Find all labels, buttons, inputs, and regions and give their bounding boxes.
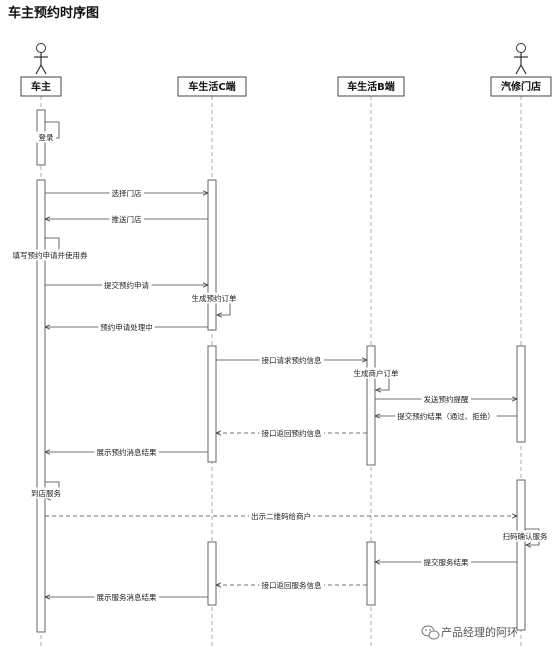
actor-figure-icon — [514, 43, 528, 75]
message-11: 提交预约结果（通过、拒绝） — [375, 410, 517, 422]
watermark-text: 产品经理的阿环 — [441, 625, 518, 639]
message-label: 预约申请处理中 — [100, 322, 153, 332]
message-1: 登录 — [36, 121, 60, 143]
participant-c_end: 车生活C端 — [177, 76, 247, 97]
message-label: 生成商户订单 — [354, 368, 399, 378]
participant-label: 车生活B端 — [347, 80, 395, 93]
participant-label: 汽修门店 — [501, 80, 541, 93]
activation-bar-b_end — [366, 541, 376, 606]
message-label: 展示预约消息结果 — [97, 447, 157, 457]
message-label-background — [351, 367, 401, 379]
message-17: 提交服务结果 — [375, 556, 517, 568]
message-14: 到店服务 — [29, 481, 64, 499]
participant-box — [177, 76, 247, 97]
activation-bar-shop — [516, 479, 526, 631]
message-label-background — [500, 530, 550, 542]
message-15: 出示二维码给商户 — [45, 510, 517, 522]
activation-bar-c_end — [207, 179, 217, 331]
message-13: 展示预约消息结果 — [45, 446, 208, 458]
participant-box — [490, 76, 552, 97]
message-19: 展示服务消息结果 — [45, 591, 208, 603]
message-label-background — [109, 187, 144, 199]
participant-b_end: 车生活B端 — [337, 76, 405, 97]
message-6: 生成预约订单 — [189, 292, 239, 316]
message-label-background — [259, 427, 324, 439]
message-label: 提交预约申请 — [104, 280, 149, 290]
participant-label: 车主 — [31, 80, 51, 93]
activation-bar-b_end — [366, 345, 376, 466]
message-label: 登录 — [39, 132, 54, 142]
diagram-title: 车主预约时序图 — [8, 5, 99, 21]
actor-figure-icon — [34, 43, 48, 75]
participant-box — [337, 76, 405, 97]
messages: 登录选择门店推送门店填写预约申请并使用券提交预约申请生成预约订单预约申请处理中接… — [10, 121, 550, 603]
message-9: 生成商户订单 — [351, 367, 401, 391]
message-label-background — [10, 249, 90, 261]
message-label: 到店服务 — [31, 488, 61, 498]
participant-owner: 车主 — [20, 43, 62, 97]
watermark: 产品经理的阿环 — [421, 625, 518, 640]
message-label: 发送预约提醒 — [424, 394, 469, 404]
message-label-background — [94, 591, 159, 603]
message-label-background — [98, 321, 155, 333]
message-label-background — [259, 579, 324, 591]
participant-box — [20, 76, 62, 97]
message-label: 接口请求预约信息 — [262, 355, 322, 365]
message-label: 出示二维码给商户 — [251, 511, 311, 521]
message-7: 预约申请处理中 — [45, 321, 208, 333]
participant-label: 车生活C端 — [188, 80, 235, 93]
message-label-background — [421, 556, 471, 568]
message-label: 提交服务结果 — [424, 557, 469, 567]
activation-bar-c_end — [207, 345, 217, 463]
message-label: 接口返回预约信息 — [262, 428, 322, 438]
message-label-background — [102, 279, 152, 291]
message-label-background — [421, 393, 471, 405]
message-label-background — [94, 446, 159, 458]
message-label-background — [109, 213, 144, 225]
message-label: 填写预约申请并使用券 — [13, 250, 88, 260]
message-2: 选择门店 — [45, 187, 208, 199]
message-18: 接口返回服务信息 — [216, 579, 367, 591]
message-label: 生成预约订单 — [192, 293, 237, 303]
message-label: 扫码确认服务 — [503, 531, 548, 541]
message-16: 扫码确认服务 — [500, 528, 550, 545]
message-label-background — [395, 410, 497, 422]
message-label: 推送门店 — [112, 214, 142, 224]
message-label: 选择门店 — [112, 188, 142, 198]
message-label-background — [29, 487, 64, 499]
message-8: 接口请求预约信息 — [216, 354, 367, 366]
activation-bar-owner — [36, 179, 46, 633]
message-10: 发送预约提醒 — [375, 393, 517, 405]
participant-heads: 车主 车生活C端 车生活B端 汽修门店 — [20, 43, 552, 97]
message-label-background — [259, 354, 324, 366]
message-label: 提交预约结果（通过、拒绝） — [397, 411, 495, 421]
wechat-icon — [421, 625, 440, 640]
activation-bar-c_end — [207, 541, 217, 606]
activation-bar-shop — [516, 345, 526, 443]
message-label: 展示服务消息结果 — [97, 592, 157, 602]
message-label-background — [189, 292, 239, 304]
message-4: 填写预约申请并使用券 — [10, 237, 90, 261]
message-label-background — [36, 131, 56, 143]
message-3: 推送门店 — [45, 213, 208, 225]
message-label: 接口返回服务信息 — [262, 580, 322, 590]
message-12: 接口返回预约信息 — [216, 427, 367, 439]
message-5: 提交预约申请 — [45, 279, 208, 291]
participant-shop: 汽修门店 — [490, 43, 552, 97]
message-label-background — [249, 510, 313, 522]
